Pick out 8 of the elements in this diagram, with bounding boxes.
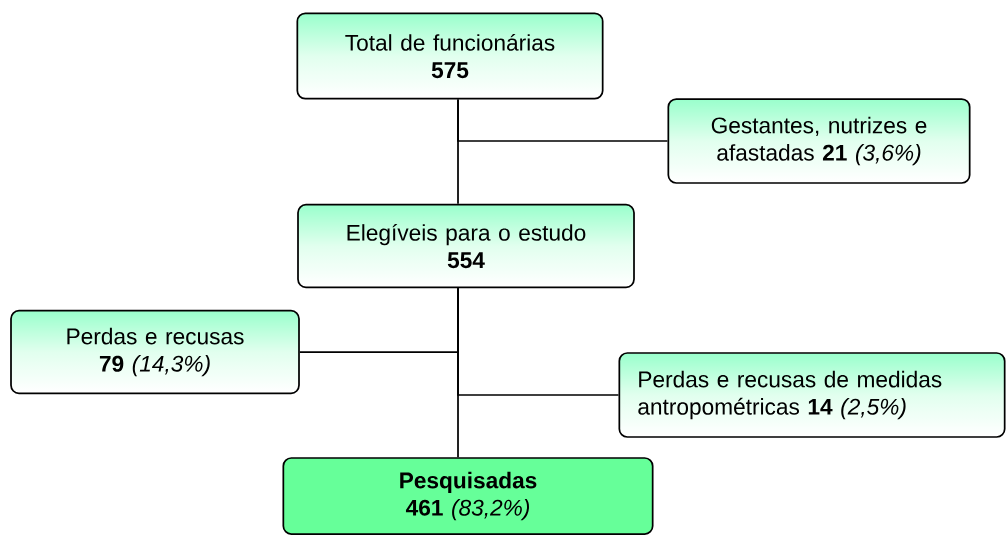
flow-box: Perdas e recusas de medidas antropométricas 14 (2,5%) — [618, 352, 1006, 438]
result-box: Pesquisadas 461 (83,2%) — [282, 457, 654, 535]
connector-line — [457, 287, 459, 458]
flow-box: Gestantes, nutrizes e afastadas 21 (3,6%) — [667, 98, 971, 184]
connector-line — [457, 98, 669, 142]
flow-box: Perdas e recusas 79 (14,3%) — [10, 309, 300, 395]
flow-box: Total de funcionárias 575 — [296, 12, 604, 100]
flow-box: Elegíveis para o estudo 554 — [297, 203, 635, 289]
